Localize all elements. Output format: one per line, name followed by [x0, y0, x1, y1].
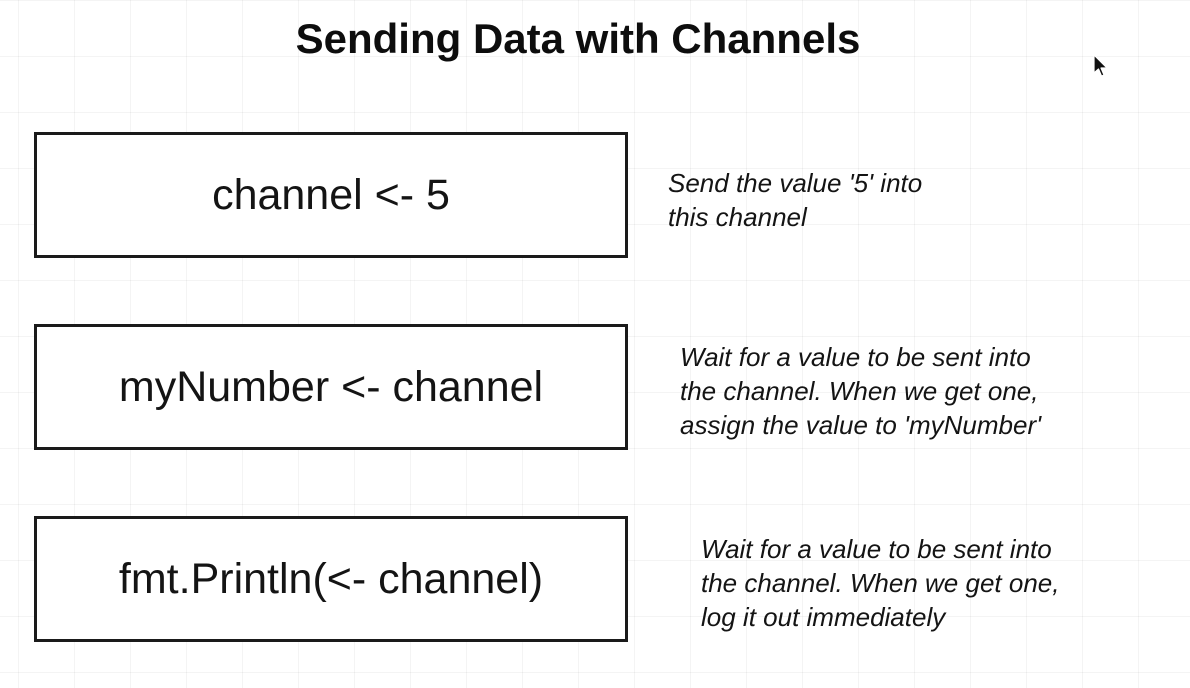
note-receive-print-line-3: log it out immediately — [701, 602, 946, 632]
code-box-send: channel <- 5 — [34, 132, 628, 258]
code-box-receive-assign: myNumber <- channel — [34, 324, 628, 450]
note-receive-assign-line-1: Wait for a value to be sent into — [680, 342, 1031, 372]
code-receive-assign-statement: myNumber <- channel — [118, 362, 544, 411]
note-receive-assign-line-3: assign the value to 'myNumber' — [680, 410, 1042, 440]
note-receive-assign: Wait for a value to be sent into the cha… — [680, 340, 1041, 442]
note-send-line-1: Send the value '5' into — [668, 168, 923, 198]
note-send-line-2: this channel — [668, 202, 807, 232]
mouse-pointer-icon — [1093, 54, 1108, 77]
note-receive-print: Wait for a value to be sent into the cha… — [701, 532, 1059, 634]
code-box-receive-print: fmt.Println(<- channel) — [34, 516, 628, 642]
note-receive-assign-line-2: the channel. When we get one, — [680, 376, 1039, 406]
note-receive-print-line-1: Wait for a value to be sent into — [701, 534, 1052, 564]
note-send: Send the value '5' into this channel — [668, 166, 922, 234]
code-send-statement: channel <- 5 — [212, 170, 450, 219]
diagram-title: Sending Data with Channels — [295, 15, 861, 62]
note-receive-print-line-2: the channel. When we get one, — [701, 568, 1060, 598]
code-receive-print-statement: fmt.Println(<- channel) — [118, 554, 544, 603]
